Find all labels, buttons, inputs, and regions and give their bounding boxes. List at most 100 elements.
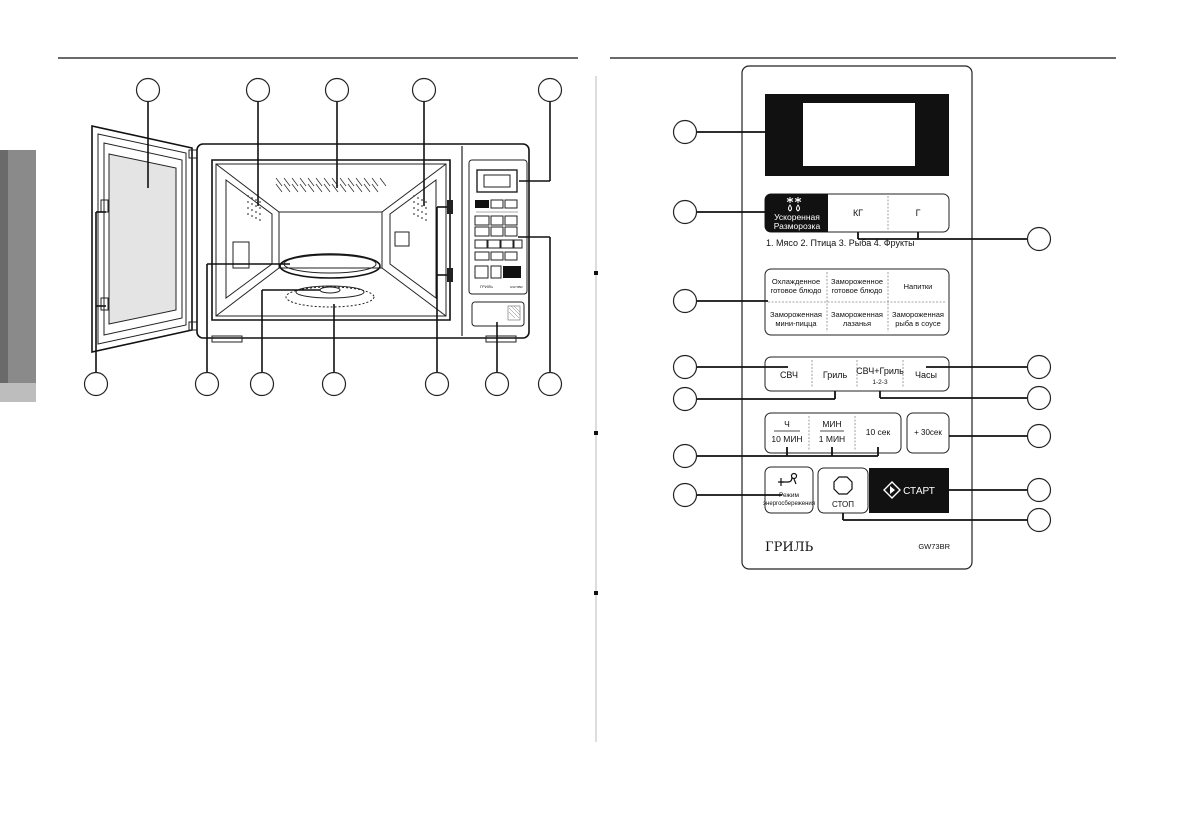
auto-cook-label: Замороженная bbox=[831, 310, 883, 319]
display-screen bbox=[803, 103, 915, 166]
callout-stop bbox=[1026, 507, 1052, 533]
hour-label: Ч bbox=[784, 419, 790, 429]
stop-octagon-icon bbox=[833, 476, 853, 495]
panel-brand: ГРИЛЬ bbox=[765, 540, 814, 555]
eco-button[interactable] bbox=[764, 466, 814, 514]
ten-min-label: 10 МИН bbox=[771, 434, 802, 444]
start-diamond-icon bbox=[883, 481, 901, 499]
callout-display-panel bbox=[672, 119, 698, 145]
mini-panel-model: GW73BR bbox=[510, 285, 524, 289]
auto-cook-frozen-lasagna[interactable]: Замороженная лазанья bbox=[831, 310, 883, 328]
eco-label-line2: энергосбережения bbox=[763, 501, 815, 507]
defrost-label-line2: Разморозка bbox=[774, 221, 821, 231]
stop-label: СТОП bbox=[832, 500, 854, 509]
eco-label-line1: Режим bbox=[779, 492, 800, 499]
callout-vent bbox=[245, 77, 271, 103]
auto-cook-frozen-fish-sauce[interactable]: Замороженная рыба в соусе bbox=[892, 310, 944, 328]
defrost-row: Ускоренная Разморозка КГ Г bbox=[764, 193, 950, 233]
callout-plus30 bbox=[1026, 423, 1052, 449]
hour-button[interactable]: Ч 10 МИН bbox=[771, 419, 802, 444]
oven-callouts bbox=[83, 77, 563, 397]
defrost-button[interactable] bbox=[765, 194, 828, 232]
combi-button[interactable]: СВЧ+Гриль bbox=[856, 366, 904, 376]
clock-button[interactable]: Часы bbox=[915, 370, 937, 380]
one-min-label: 1 МИН bbox=[819, 434, 845, 444]
door-window bbox=[108, 153, 177, 325]
control-panel-illustration: Ускоренная Разморозка КГ Г 1. Мясо 2. Пт… bbox=[672, 65, 1052, 570]
turntable bbox=[279, 253, 381, 279]
start-label: СТАРТ bbox=[903, 486, 935, 497]
auto-cook-label: Замороженная bbox=[770, 310, 822, 319]
auto-cook-chilled-meal[interactable]: Охлажденное готовое блюдо bbox=[771, 277, 822, 295]
weight-g-label: Г bbox=[916, 208, 921, 218]
roller-ring bbox=[285, 286, 375, 308]
auto-cook-grid: Охлажденное готовое блюдо Замороженное г… bbox=[764, 268, 950, 336]
callout-turntable bbox=[194, 371, 220, 397]
door-latch-bottom bbox=[100, 297, 109, 311]
callout-weight bbox=[1026, 226, 1052, 252]
auto-cook-label: Замороженная bbox=[892, 310, 944, 319]
auto-cook-label: Охлажденное bbox=[772, 277, 820, 286]
bottom-row: Режим энергосбережения СТОП СТАРТ bbox=[763, 466, 949, 514]
door-lock-top bbox=[447, 200, 453, 214]
grill-button[interactable]: Гриль bbox=[823, 370, 848, 380]
page-divider bbox=[594, 76, 598, 742]
left-vent bbox=[247, 195, 261, 221]
oven-door bbox=[91, 125, 198, 353]
callout-grill-button bbox=[672, 386, 698, 412]
mini-panel-brand: ГРИЛЬ bbox=[480, 284, 493, 289]
door-release-button bbox=[471, 301, 525, 327]
time-row: Ч 10 МИН МИН 1 МИН 10 сек + 30сек bbox=[764, 412, 950, 454]
oven-leader-lines bbox=[95, 102, 551, 378]
minute-label: МИН bbox=[822, 419, 841, 429]
callout-combi bbox=[1026, 385, 1052, 411]
auto-cook-label: Замороженное bbox=[831, 277, 883, 286]
microwave-oven-illustration: ГРИЛЬ GW73BR bbox=[83, 77, 563, 397]
snowflake-drops-icon bbox=[786, 197, 802, 212]
door-lock-bottom bbox=[447, 268, 453, 282]
oven-cabinet bbox=[196, 143, 530, 343]
plus-30-sec-button[interactable] bbox=[906, 412, 950, 454]
eco-plug-icon bbox=[778, 472, 798, 486]
auto-cook-drinks[interactable]: Напитки bbox=[904, 282, 933, 291]
callout-grill bbox=[324, 77, 350, 103]
callout-door-latches bbox=[83, 371, 109, 397]
auto-cook-label: лазанья bbox=[843, 319, 871, 328]
plus-30-sec-label: + 30сек bbox=[914, 428, 942, 437]
callout-defrost bbox=[672, 199, 698, 225]
defrost-label-line1: Ускоренная bbox=[774, 212, 820, 222]
auto-cook-frozen-meal[interactable]: Замороженное готовое блюдо bbox=[831, 277, 883, 295]
oven-control-panel: ГРИЛЬ GW73BR bbox=[468, 159, 528, 327]
combi-sub-label: 1-2-3 bbox=[872, 379, 888, 386]
panel-callouts bbox=[672, 119, 1052, 533]
auto-cook-label: Напитки bbox=[904, 282, 933, 291]
callout-control-panel bbox=[537, 371, 563, 397]
callout-display bbox=[537, 77, 563, 103]
food-types-label: 1. Мясо 2. Птица 3. Рыба 4. Фрукты bbox=[766, 238, 915, 248]
callout-auto-cook bbox=[672, 288, 698, 314]
panel-model: GW73BR bbox=[918, 542, 950, 551]
minute-button[interactable]: МИН 1 МИН bbox=[819, 419, 845, 444]
callout-vent-right bbox=[411, 77, 437, 103]
auto-cook-label: готовое блюдо bbox=[832, 286, 883, 295]
weight-kg-label: КГ bbox=[853, 208, 863, 218]
auto-cook-label: готовое блюдо bbox=[771, 286, 822, 295]
auto-cook-frozen-mini-pizza[interactable]: Замороженная мини-пицца bbox=[770, 310, 822, 328]
callout-roller-ring bbox=[321, 371, 347, 397]
callout-coupler bbox=[249, 371, 275, 397]
coupler bbox=[319, 286, 341, 294]
panel-leader-lines bbox=[697, 131, 1027, 521]
callout-eco bbox=[672, 482, 698, 508]
callout-clock bbox=[1026, 354, 1052, 380]
ten-sec-button[interactable]: 10 сек bbox=[866, 427, 891, 437]
callout-time bbox=[672, 443, 698, 469]
mode-row: СВЧ Гриль СВЧ+Гриль 1-2-3 Часы bbox=[764, 356, 950, 392]
callout-door-window bbox=[135, 77, 161, 103]
microwave-button[interactable]: СВЧ bbox=[780, 370, 798, 380]
right-vent bbox=[413, 195, 427, 221]
callout-safety-locks bbox=[424, 371, 450, 397]
top-grill-heater bbox=[275, 177, 387, 193]
start-button[interactable] bbox=[869, 468, 949, 513]
callout-door-release bbox=[484, 371, 510, 397]
